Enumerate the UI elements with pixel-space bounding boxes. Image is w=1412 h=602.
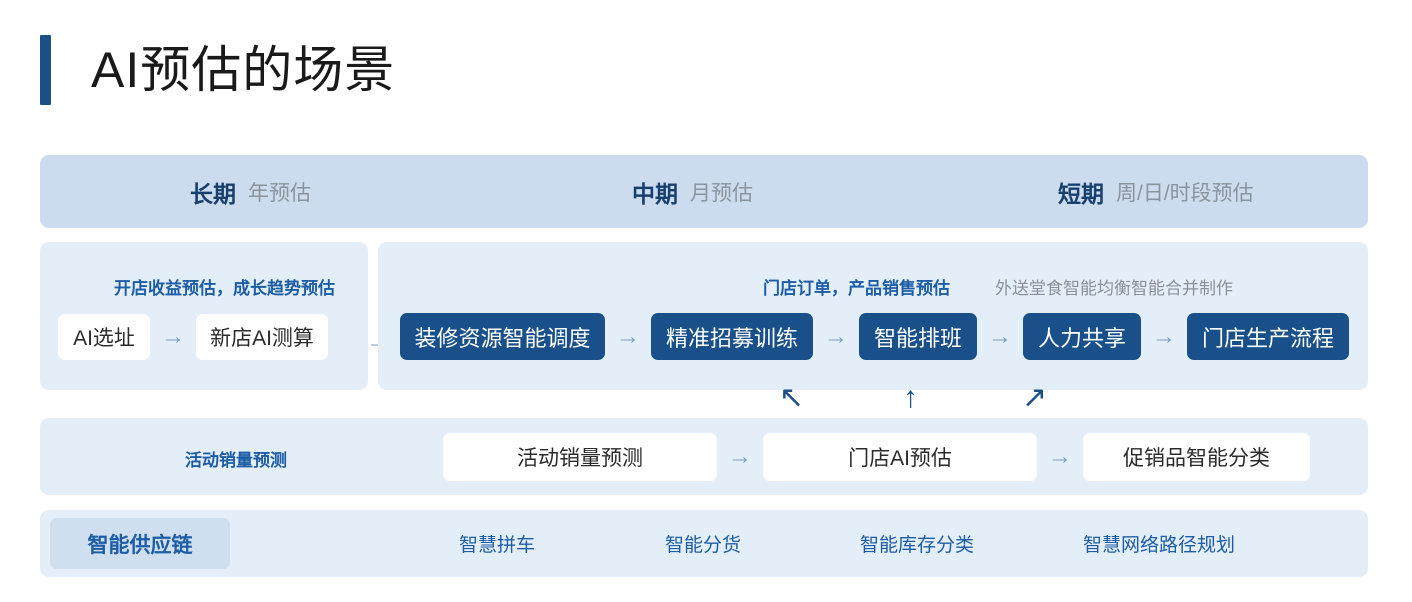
- title-accent-bar: [40, 35, 51, 105]
- chip-ai-site-selection[interactable]: AI选址: [58, 314, 150, 360]
- chip-labor-sharing[interactable]: 人力共享: [1023, 313, 1141, 360]
- supply-item-carpooling[interactable]: 智慧拼车: [459, 535, 536, 556]
- arrow-right-icon: →: [1152, 322, 1176, 350]
- supply-item-inventory-classification[interactable]: 智能库存分类: [860, 535, 975, 556]
- promotion-forecast-label: 活动销量预测: [185, 451, 287, 470]
- chip-smart-scheduling[interactable]: 智能排班: [859, 313, 977, 360]
- panel-short-term-label: 外送堂食智能均衡智能合并制作: [995, 279, 1233, 298]
- chip-precise-recruitment-training[interactable]: 精准招募训练: [651, 313, 813, 360]
- arrow-right-icon: →: [728, 443, 752, 470]
- page-title: AI预估的场景: [40, 34, 395, 106]
- arrow-right-icon: →: [988, 322, 1012, 350]
- arrow-right-icon: →: [161, 323, 185, 350]
- page-title-text: AI预估的场景: [91, 42, 396, 98]
- promotion-forecast-flow: 活动销量预测 → 门店AI预估 → 促销品智能分类: [443, 433, 1310, 481]
- chip-renovation-resource-scheduling[interactable]: 装修资源智能调度: [400, 313, 605, 360]
- chip-store-ai-forecast[interactable]: 门店AI预估: [763, 433, 1037, 481]
- panel-mid-short-term: 门店订单，产品销售预估 外送堂食智能均衡智能合并制作 装修资源智能调度 → 精准…: [378, 242, 1368, 390]
- chip-new-store-ai-estimate[interactable]: 新店AI测算: [196, 314, 328, 360]
- chip-promo-item-smart-classification[interactable]: 促销品智能分类: [1083, 433, 1310, 481]
- arrow-up-right-icon: ↗: [1022, 381, 1048, 414]
- panel-promotion-forecast: 活动销量预测 活动销量预测 → 门店AI预估 → 促销品智能分类: [40, 418, 1368, 495]
- mid-short-term-flow: 装修资源智能调度 → 精准招募训练 → 智能排班 → 人力共享 → 门店生产流程: [400, 313, 1349, 360]
- timeframe-short-detail: 周/日/时段预估: [1116, 181, 1254, 205]
- panel-long-term: 开店收益预估，成长趋势预估 AI选址 → 新店AI测算: [40, 242, 368, 390]
- panel-mid-term-label: 门店订单，产品销售预估: [763, 279, 950, 298]
- timeframe-long-term: 长期: [190, 180, 236, 207]
- timeframe-long: 长期 年预估: [190, 155, 311, 228]
- arrow-right-icon: →: [616, 322, 640, 350]
- supply-item-smart-distribution[interactable]: 智能分货: [665, 535, 742, 556]
- arrow-up-icon: ↑: [903, 381, 918, 414]
- panel-long-term-label: 开店收益预估，成长趋势预估: [114, 279, 335, 298]
- timeframe-short-term: 短期: [1058, 180, 1104, 207]
- timeframe-mid-term: 中期: [632, 180, 678, 207]
- long-term-flow: AI选址 → 新店AI测算: [58, 314, 328, 360]
- timeframe-mid: 中期 月预估: [632, 155, 753, 228]
- supply-item-network-route-planning[interactable]: 智慧网络路径规划: [1083, 535, 1236, 556]
- timeframe-long-detail: 年预估: [248, 181, 311, 205]
- chip-promotion-volume-forecast[interactable]: 活动销量预测: [443, 433, 717, 481]
- panel-supply-chain: 智能供应链 智慧拼车 智能分货 智能库存分类 智慧网络路径规划: [40, 510, 1368, 577]
- timeframe-short: 短期 周/日/时段预估: [1058, 155, 1254, 228]
- arrow-up-left-icon: ↖: [779, 381, 805, 414]
- arrow-right-icon: →: [1048, 443, 1072, 470]
- arrow-right-icon: →: [824, 322, 848, 350]
- chip-smart-supply-chain[interactable]: 智能供应链: [50, 518, 230, 569]
- timeframe-header-band: 长期 年预估 中期 月预估 短期 周/日/时段预估: [40, 155, 1368, 228]
- chip-store-production-process[interactable]: 门店生产流程: [1187, 313, 1349, 360]
- timeframe-mid-detail: 月预估: [690, 181, 753, 205]
